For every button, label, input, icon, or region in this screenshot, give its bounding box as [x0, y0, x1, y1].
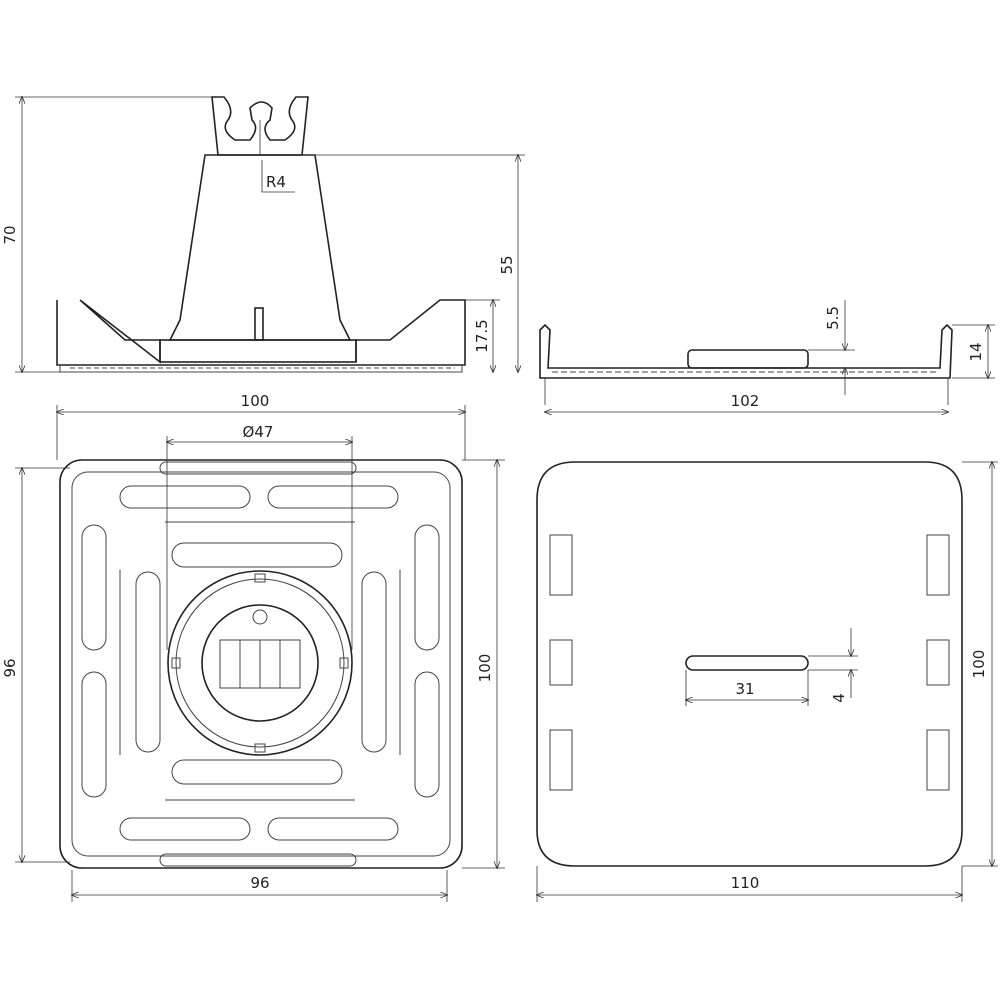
- dim-110: 110: [731, 874, 760, 892]
- dim-100-top: 100: [241, 392, 270, 410]
- side-view: [56, 96, 466, 373]
- dim-100-right: 100: [476, 654, 494, 683]
- profile-view: [539, 323, 953, 379]
- dim-100-bottom-view: 100: [970, 650, 988, 679]
- dim-r4: R4: [266, 173, 286, 191]
- dim-17-5: 17.5: [473, 319, 491, 352]
- dim-96-bottom: 96: [250, 874, 269, 892]
- dim-14: 14: [967, 342, 985, 361]
- dim-70: 70: [1, 225, 19, 244]
- dim-55: 55: [498, 255, 516, 274]
- top-view: [59, 459, 463, 869]
- dim-4: 4: [830, 693, 848, 703]
- bottom-view: [536, 461, 963, 867]
- slot: [685, 655, 809, 671]
- dim-5-5: 5.5: [824, 306, 842, 330]
- dim-102: 102: [731, 392, 760, 410]
- dim-96-left: 96: [1, 658, 19, 677]
- dim-31: 31: [735, 680, 754, 698]
- dimension-lines: [15, 97, 998, 902]
- dim-diameter-47: Ø47: [243, 423, 274, 441]
